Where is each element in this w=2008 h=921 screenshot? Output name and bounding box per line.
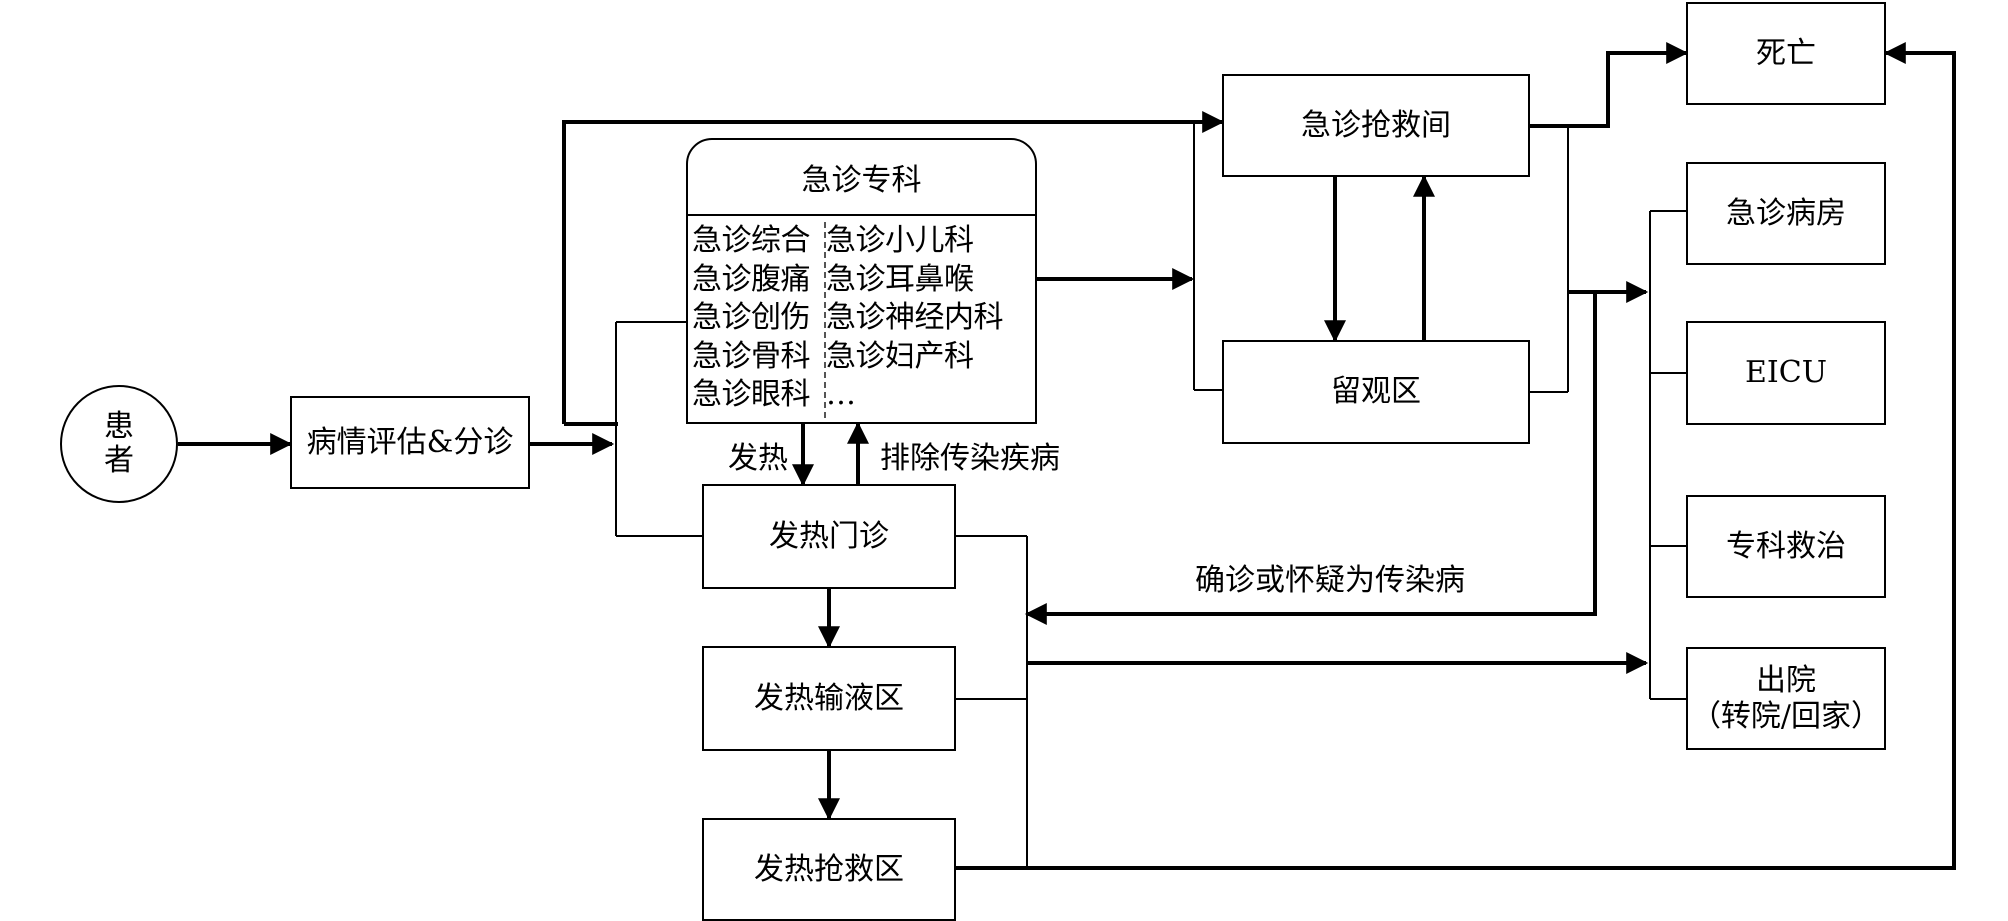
fever-clinic-label: 发热门诊 <box>769 518 889 554</box>
edge-label-fever: 发热 <box>728 441 788 476</box>
death-label: 死亡 <box>1756 35 1816 71</box>
emergency-specialty-box: 急诊专科 急诊综合 急诊腹痛 急诊创伤 急诊骨科 急诊眼科 急诊小儿科 急诊耳鼻… <box>686 138 1037 424</box>
specialty-item: 急诊小儿科 <box>826 223 974 258</box>
specialty-item: 急诊神经内科 <box>826 300 1004 335</box>
discharge-label-1: 出院 <box>1756 662 1816 698</box>
death-box: 死亡 <box>1686 2 1886 105</box>
arrow-resus-to-death <box>1530 42 1689 128</box>
resus-room-label: 急诊抢救间 <box>1301 107 1451 143</box>
discharge-label-2: （转院/回家） <box>1690 698 1882 734</box>
fever-infusion-box: 发热输液区 <box>702 646 956 751</box>
arrow-confirmed-infectious <box>1024 292 1597 625</box>
edge-label-exclude-infectious: 排除传染疾病 <box>880 441 1060 476</box>
specialty-treatment-label: 专科救治 <box>1726 528 1846 564</box>
specialty-item: 急诊耳鼻喉 <box>826 261 974 297</box>
fever-rescue-box: 发热抢救区 <box>702 818 956 921</box>
specialty-item: 急诊眼科 <box>692 377 811 412</box>
fever-rescue-label: 发热抢救区 <box>754 851 904 887</box>
edge-label-confirmed-infectious: 确诊或怀疑为传染病 <box>1195 563 1465 598</box>
observation-box: 留观区 <box>1222 340 1530 444</box>
specialty-item: 急诊腹痛 <box>692 261 811 297</box>
specialty-item: … <box>826 377 856 412</box>
arrow-to-resus-room <box>562 111 1225 424</box>
specialty-item: 急诊创伤 <box>692 300 811 335</box>
specialty-title: 急诊专科 <box>688 140 1035 216</box>
specialty-item: 急诊骨科 <box>692 338 811 374</box>
eicu-label: EICU <box>1745 355 1827 390</box>
resus-room-box: 急诊抢救间 <box>1222 74 1530 177</box>
triage-box: 病情评估&分诊 <box>290 396 530 489</box>
arrow-fever-rescue-to-death <box>956 42 1956 870</box>
patient-label-1: 患 <box>104 408 134 444</box>
fever-clinic-box: 发热门诊 <box>702 484 956 589</box>
patient-node: 患 者 <box>60 385 178 503</box>
fever-infusion-label: 发热输液区 <box>754 680 904 716</box>
discharge-box: 出院 （转院/回家） <box>1686 647 1886 750</box>
specialty-treatment-box: 专科救治 <box>1686 495 1886 598</box>
specialty-item: 急诊妇产科 <box>826 338 974 374</box>
specialty-divider <box>824 222 826 418</box>
eicu-box: EICU <box>1686 321 1886 425</box>
patient-label-2: 者 <box>104 443 134 478</box>
specialty-right-column: 急诊小儿科 急诊耳鼻喉 急诊神经内科 急诊妇产科 … <box>826 222 1004 415</box>
specialty-item: 急诊综合 <box>692 223 811 258</box>
er-ward-label: 急诊病房 <box>1726 195 1846 231</box>
observation-label: 留观区 <box>1331 374 1421 409</box>
specialty-left-column: 急诊综合 急诊腹痛 急诊创伤 急诊骨科 急诊眼科 <box>692 222 811 415</box>
er-ward-box: 急诊病房 <box>1686 162 1886 265</box>
triage-label: 病情评估&分诊 <box>306 424 514 460</box>
